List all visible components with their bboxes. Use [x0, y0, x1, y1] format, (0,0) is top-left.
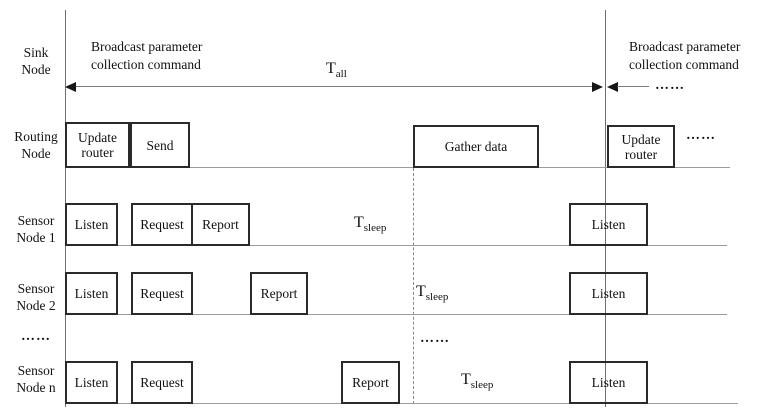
lane-label-sensor-node-n: Sensor Node n	[2, 362, 70, 396]
sensor1-t-sleep-base: T	[354, 214, 364, 231]
update-router-left-line1: Update	[78, 130, 117, 145]
t-all-arrowhead-left-icon	[65, 82, 76, 92]
sensor-node-2-baseline	[65, 314, 727, 315]
broadcast-right-line2: collection command	[629, 57, 739, 72]
broadcast-right-line1: Broadcast parameter	[629, 39, 741, 54]
next-period-arrow-line	[617, 86, 649, 87]
update-router-box-left: Update router	[65, 122, 130, 168]
sensor1-report-label: Report	[202, 217, 239, 232]
sensor1-request-label: Request	[140, 217, 184, 232]
broadcast-left-line1: Broadcast parameter	[91, 39, 203, 54]
send-box: Send	[130, 122, 190, 168]
sink-label-line1: Sink	[23, 45, 49, 60]
sensor1-report-box: Report	[191, 203, 250, 246]
more-sensor-nodes-ellipsis: ……	[21, 329, 51, 344]
broadcast-command-note-left: Broadcast parameter collection command	[91, 38, 202, 74]
sleep-boundary-dashed-line	[413, 168, 414, 404]
routing-label-line1: Routing	[14, 129, 58, 144]
sensorn-t-sleep-label: Tsleep	[461, 371, 494, 392]
t-all-arrowhead-right-icon	[592, 82, 603, 92]
sensor1-label-line2: Node 1	[16, 230, 56, 245]
routing-row-ellipsis: ……	[686, 128, 716, 143]
gather-data-label: Gather data	[444, 139, 508, 154]
update-router-left-line2: router	[81, 145, 114, 160]
sensor1-request-box: Request	[131, 203, 193, 246]
sensor2-request-label: Request	[140, 286, 184, 301]
sensorn-label-line2: Node n	[16, 380, 56, 395]
sensor-node-1-baseline	[65, 245, 727, 246]
sensor2-listen-label: Listen	[74, 286, 109, 301]
sensor2-t-sleep-base: T	[416, 283, 426, 300]
sensorn-request-box: Request	[131, 361, 193, 404]
t-all-subscript: all	[335, 68, 347, 81]
sensorn-label-line1: Sensor	[17, 363, 55, 378]
sensor1-label-line1: Sensor	[17, 213, 55, 228]
sensorn-request-label: Request	[140, 375, 184, 390]
sensor1-listen-box: Listen	[65, 203, 118, 246]
next-period-ellipsis: ……	[655, 78, 685, 93]
sensor2-t-sleep-label: Tsleep	[416, 283, 449, 304]
sensorn-listen-box: Listen	[65, 361, 118, 404]
sensorn-report-label: Report	[352, 375, 389, 390]
gather-data-box: Gather data	[413, 125, 539, 168]
sensor2-listen-next-label: Listen	[591, 286, 626, 301]
sensorn-listen-next-box: Listen	[569, 361, 648, 404]
t-all-base: T	[326, 60, 336, 77]
sensor1-listen-next-label: Listen	[591, 217, 626, 232]
sensorn-listen-label: Listen	[74, 375, 109, 390]
sensor2-request-box: Request	[131, 272, 193, 315]
middle-ellipsis: ……	[420, 331, 450, 346]
send-label: Send	[146, 137, 174, 153]
sensor2-label-line1: Sensor	[17, 281, 55, 296]
sensor2-report-label: Report	[260, 286, 298, 301]
period-end-line	[605, 10, 606, 407]
lane-label-sink-node: Sink Node	[2, 44, 70, 78]
routing-label-line2: Node	[21, 146, 51, 161]
broadcast-left-line2: collection command	[91, 57, 201, 72]
lane-label-sensor-node-2: Sensor Node 2	[2, 280, 70, 314]
sensor1-listen-next-box: Listen	[569, 203, 648, 246]
sensor2-label-line2: Node 2	[16, 298, 56, 313]
update-router-right-line1: Update	[621, 131, 661, 147]
sink-label-line2: Node	[21, 62, 51, 77]
sensor1-t-sleep-label: Tsleep	[354, 214, 387, 235]
sensor2-listen-next-box: Listen	[569, 272, 648, 315]
sensor1-listen-label: Listen	[74, 217, 109, 232]
sensorn-listen-next-label: Listen	[591, 375, 626, 390]
sensor-node-n-baseline	[65, 403, 738, 404]
sensor2-report-box: Report	[250, 272, 308, 315]
broadcast-command-note-right: Broadcast parameter collection command	[629, 38, 740, 74]
sensorn-t-sleep-base: T	[461, 371, 471, 388]
next-period-arrowhead-icon	[607, 82, 618, 92]
sensorn-t-sleep-subscript: sleep	[470, 379, 494, 392]
sensorn-report-box: Report	[341, 361, 400, 404]
lane-label-sensor-node-1: Sensor Node 1	[2, 212, 70, 246]
routing-node-baseline	[65, 167, 730, 168]
t-all-arrow-line	[75, 86, 593, 87]
sensor2-t-sleep-subscript: sleep	[425, 291, 449, 304]
sensor1-t-sleep-subscript: sleep	[363, 222, 387, 235]
update-router-right-line2: router	[624, 146, 658, 162]
lane-label-routing-node: Routing Node	[2, 128, 70, 162]
sensor2-listen-box: Listen	[65, 272, 118, 315]
t-all-label: Tall	[326, 60, 347, 81]
update-router-box-right: Update router	[607, 125, 675, 168]
